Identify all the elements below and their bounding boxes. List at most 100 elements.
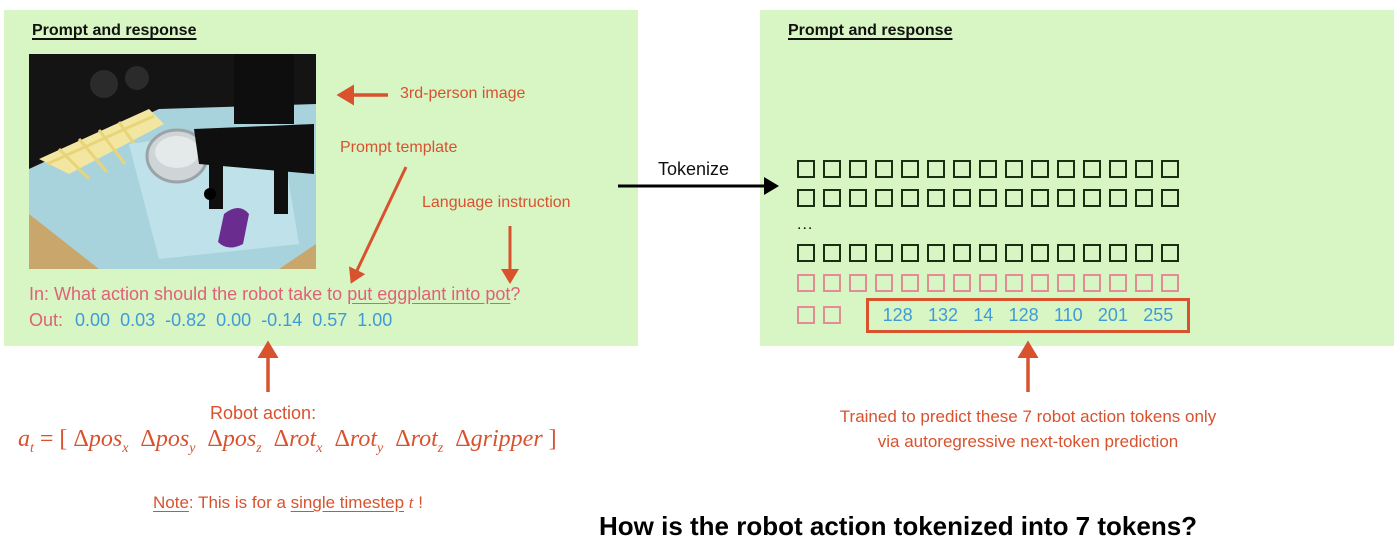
token-square — [1135, 244, 1153, 262]
prompt-token-square — [823, 306, 841, 324]
formula-term: Δposz — [207, 426, 262, 456]
training-note: Trained to predict these 7 robot action … — [0, 404, 1398, 454]
token-square — [1005, 160, 1023, 178]
prompt-token-square — [823, 274, 841, 292]
prompt-token-square — [927, 274, 945, 292]
token-square — [849, 160, 867, 178]
token-square — [1161, 244, 1179, 262]
question-title: How is the robot action tokenized into 7… — [599, 511, 1198, 541]
token-square — [1083, 244, 1101, 262]
prompt-token-square — [849, 274, 867, 292]
token-row — [797, 189, 1179, 207]
token-square — [901, 160, 919, 178]
robot-action-formula: at = [ Δposx Δposy Δposz Δrotx Δroty Δro… — [18, 426, 557, 456]
token-square — [1057, 160, 1075, 178]
token-square — [1031, 189, 1049, 207]
formula-term: Δposx — [73, 426, 129, 456]
action-value: 0.00 — [75, 310, 111, 330]
prompt-token-square — [1031, 274, 1049, 292]
token-square — [1109, 189, 1127, 207]
token-square — [797, 244, 815, 262]
language-instruction-label: Language instruction — [422, 194, 571, 211]
prompt-token-square — [1083, 274, 1101, 292]
token-square — [901, 189, 919, 207]
prompt-template-arrow — [349, 166, 408, 284]
token-square — [875, 189, 893, 207]
token-square — [1005, 189, 1023, 207]
prompt-token-square — [1005, 274, 1023, 292]
action-token: 201 — [1097, 305, 1128, 325]
token-square — [953, 189, 971, 207]
prompt-token-square — [979, 274, 997, 292]
action-value: 0.03 — [120, 310, 156, 330]
token-square — [849, 244, 867, 262]
token-row — [797, 160, 1179, 178]
training-note-line1: Trained to predict these 7 robot action … — [839, 407, 1217, 426]
timestep-note: Note: This is for a single timestep t ! — [153, 493, 423, 512]
action-token: 132 — [927, 305, 959, 325]
formula-lhs: a — [18, 426, 30, 452]
token-square — [979, 160, 997, 178]
note-variable: t — [408, 493, 414, 512]
token-square — [823, 244, 841, 262]
action-token: 255 — [1143, 305, 1174, 325]
formula-term: Δrotz — [395, 426, 444, 456]
prompt-token-square — [875, 274, 893, 292]
action-token: 110 — [1053, 305, 1083, 325]
prompt-token-square — [1109, 274, 1127, 292]
training-note-line2: via autoregressive next-token prediction — [877, 432, 1179, 451]
token-square — [1083, 189, 1101, 207]
formula-term: Δposy — [140, 426, 196, 456]
formula-term: Δrotx — [273, 426, 323, 456]
token-row — [797, 244, 1179, 262]
prompt-token-square — [1135, 274, 1153, 292]
note-emphasis: single timestep — [290, 493, 405, 512]
token-square — [1135, 189, 1153, 207]
third-person-robot-image — [29, 54, 316, 269]
token-square — [1031, 160, 1049, 178]
token-square — [1031, 244, 1049, 262]
action-token-box: 128 132 14 128 110 201 255 — [866, 298, 1190, 333]
formula-term: Δgripper — [455, 426, 543, 452]
token-square — [979, 244, 997, 262]
token-square — [875, 244, 893, 262]
action-value: 1.00 — [357, 310, 393, 330]
tokenize-label: Tokenize — [658, 159, 730, 179]
token-square — [927, 160, 945, 178]
prompt-token-square — [953, 274, 971, 292]
language-instruction-text: put eggplant into pot — [347, 284, 511, 304]
action-token: 128 — [1008, 305, 1039, 325]
robot-action-title: Robot action: — [210, 403, 317, 423]
token-square — [927, 189, 945, 207]
token-square — [1161, 189, 1179, 207]
prompt-token-square — [901, 274, 919, 292]
prompt-token-square — [797, 306, 815, 324]
token-square — [901, 244, 919, 262]
token-square — [797, 160, 815, 178]
formula-lhs-sub: t — [30, 440, 34, 456]
token-square — [1057, 244, 1075, 262]
action-token: 14 — [973, 305, 994, 325]
right-panel-heading: Prompt and response — [788, 22, 953, 39]
token-square — [1057, 189, 1075, 207]
action-value: 0.00 — [216, 310, 252, 330]
token-square — [1109, 160, 1127, 178]
action-value: -0.82 — [165, 310, 207, 330]
token-square — [953, 244, 971, 262]
token-square — [823, 160, 841, 178]
action-token: 128 — [882, 305, 913, 325]
token-square — [953, 160, 971, 178]
token-square — [849, 189, 867, 207]
token-square — [1083, 160, 1101, 178]
prompt-suffix: ? — [510, 284, 521, 304]
image-annotation-label: 3rd-person image — [400, 85, 526, 102]
output-prefix: Out: — [29, 310, 64, 330]
formula-term: Δroty — [334, 426, 384, 456]
prompt-prefix: In: What action should the robot take to — [29, 284, 348, 304]
prompt-token-square — [797, 274, 815, 292]
action-value: -0.14 — [261, 310, 303, 330]
prompt-token-square — [1057, 274, 1075, 292]
token-row — [797, 306, 841, 324]
